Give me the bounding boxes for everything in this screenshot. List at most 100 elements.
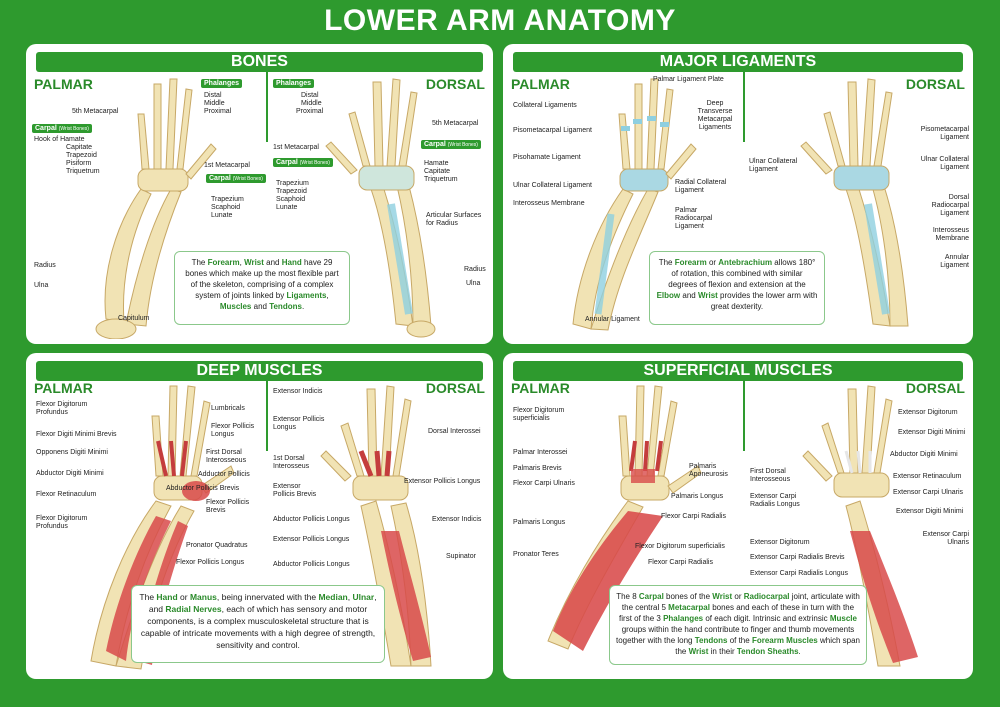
label-dorsal-ulnar-collateral-text: Ulnar Collateral Ligament [749, 158, 798, 173]
label-fdp-2: Flexor Digitorum Profundus [36, 515, 96, 531]
label-odm: Opponens Digiti Minimi [36, 449, 108, 456]
info-highlight: Ulnar [352, 592, 375, 602]
label-dorsal-annular: Annular Ligament [921, 254, 969, 270]
bones-palmar-label: PALMAR [34, 76, 93, 92]
label-extensor-indicis-1: Extensor Indicis [273, 388, 323, 395]
label-ecu-2: Extensor Carpi Ulnaris [915, 531, 969, 547]
label-extensor-indicis-2: Extensor Indicis [432, 516, 482, 523]
label-deep-transverse-text: Deep Transverse Metacarpal Ligaments [697, 100, 733, 131]
dorsal-hamate: Hamate [424, 160, 449, 167]
label-fpb-text: Flexor Pollicis Brevis [206, 499, 250, 514]
info-text: or [732, 592, 744, 601]
label-lumbricals: Lumbricals [211, 405, 245, 412]
label-dorsal-ulnar-collateral: Ulnar Collateral Ligament [749, 158, 804, 174]
tag-carpal-text-4: Carpal [424, 141, 446, 148]
deep-info-box: The Hand or Manus, being innervated with… [131, 585, 385, 663]
label-first-dorsal-interosseous-sup-text: First Dorsal Interosseous [750, 468, 791, 483]
label-fpl-1: Flexor Pollicis Longus [211, 423, 261, 439]
info-highlight: Forearm [674, 258, 707, 267]
info-text: . [301, 302, 305, 311]
dorsal-scaphoid: Scaphoid [276, 196, 306, 203]
label-collateral-ligaments: Collateral Ligaments [513, 102, 577, 109]
label-pisometacarpal: Pisometacarpal Ligament [513, 127, 592, 134]
tag-phalanges-text: Phalanges [204, 80, 240, 87]
info-highlight: Carpal [638, 592, 664, 601]
info-text: , [347, 592, 353, 602]
label-palmaris-aponeurosis: Palmaris Aponeurosis [689, 463, 739, 479]
info-text: The [139, 592, 157, 602]
tag-carpal-text: Carpal [35, 125, 57, 132]
label-epl-1-text: Extensor Pollicis Longus [273, 416, 325, 431]
label-fdp-2-text: Flexor Digitorum Profundus [36, 515, 88, 530]
label-palmar-plate: Palmar Ligament Plate [653, 76, 724, 83]
label-apl-2: Abductor Pollicis Longus [273, 561, 350, 568]
info-text: The [191, 258, 208, 267]
label-adductor-pollicis: Adductor Pollicis [198, 471, 250, 478]
ligaments-divider [743, 72, 745, 142]
dorsal-ligaments-illustration [800, 78, 909, 327]
dorsal-superficial-muscles-illustration [802, 385, 918, 667]
label-apb: Abductor Pollicis Brevis [166, 485, 240, 492]
superficial-palmar-label: PALMAR [511, 380, 570, 396]
label-extensor-retinaculum: Extensor Retinaculum [893, 473, 962, 480]
deep-divider [266, 381, 268, 451]
label-epb-text: Extensor Pollicis Brevis [273, 483, 317, 498]
label-epb: Extensor Pollicis Brevis [273, 483, 321, 499]
label-interosseus: Interosseus Membrane [513, 200, 585, 207]
label-1st-metacarpal: 1st Metacarpal [204, 162, 250, 169]
tag-carpal-palmar-left: Carpal (Wrist Bones) [32, 124, 92, 133]
dorsal-triquetrum: Triquetrum [424, 176, 458, 183]
label-radius-dorsal: Radius [464, 266, 486, 273]
label-radial-collateral: Radial Collateral Ligament [675, 179, 735, 195]
info-text: joint, articulate with the central 5 [621, 592, 860, 612]
palmar-bones-illustration [95, 78, 217, 339]
palmar-hook-of-hamate: Hook of Hamate [34, 136, 85, 143]
info-text: , and [148, 592, 377, 614]
info-highlight: Forearm Muscles [751, 636, 818, 645]
label-palmaris-aponeurosis-text: Palmaris Aponeurosis [689, 463, 728, 478]
label-extensor-digitorum-left: Extensor Digitorum [750, 539, 810, 546]
label-flexor-retinaculum: Flexor Retinaculum [36, 491, 97, 498]
tag-carpal-sub-3: (Wrist Bones) [299, 160, 330, 166]
label-dorsal-interosseus-text: Interosseus Membrane [932, 227, 969, 242]
info-highlight: Tendons [694, 636, 728, 645]
label-first-dorsal-interosseous-text: First Dorsal Interosseous [206, 449, 247, 464]
info-highlight: Manus [189, 592, 217, 602]
info-text: and [251, 302, 270, 311]
label-fcr-2: Flexor Carpi Radialis [648, 559, 713, 566]
label-ecu-1: Extensor Carpi Ulnaris [893, 489, 964, 496]
info-highlight: Median [318, 592, 348, 602]
info-text: have 29 bones which make up the most fle… [185, 258, 339, 300]
tag-carpal-text-3: Carpal [276, 159, 298, 166]
label-epl-2: Extensor Pollicis Longus [273, 536, 350, 543]
info-text: or [706, 258, 719, 267]
label-epl-right: Extensor Pollicis Longus [404, 478, 481, 485]
label-edm-2: Extensor Digiti Minimi [896, 508, 964, 515]
info-highlight: Radial Nerves [165, 604, 222, 614]
ligaments-dorsal-label: DORSAL [905, 76, 965, 92]
palmar-triquetrum: Triquetrum [66, 168, 100, 175]
tag-carpal-sub-4: (Wrist Bones) [447, 142, 478, 148]
label-1st-dorsal-interosseus-text: 1st Dorsal Interosseus [273, 455, 310, 470]
tag-phalanges-dorsal: Phalanges [273, 79, 315, 88]
label-first-dorsal-interosseous-sup: First Dorsal Interosseous [750, 468, 795, 484]
label-ulnar-collateral: Ulnar Collateral Ligament [513, 182, 592, 189]
label-palmar-radiocarpal: Palmar Radiocarpal Ligament [675, 207, 735, 231]
superficial-muscles-panel: SUPERFICIAL MUSCLES PALMAR DORSAL [503, 353, 973, 679]
bones-dorsal-label: DORSAL [425, 76, 485, 92]
bones-divider [266, 72, 268, 142]
label-fpl-2: Flexor Pollicis Longus [176, 559, 245, 566]
info-text: , each of which has sensory and motor co… [140, 604, 376, 650]
label-pisohamate: Pisohamate Ligament [513, 154, 581, 161]
palmar-capitate: Capitate [66, 144, 93, 151]
label-fcu: Flexor Carpi Ulnaris [513, 480, 575, 487]
info-highlight: Wrist [697, 291, 718, 300]
label-apl-1: Abductor Pollicis Longus [273, 516, 350, 523]
dorsal-deep-muscles-illustration [320, 385, 432, 667]
info-highlight: Radiocarpal [743, 592, 790, 601]
label-fdp-1-text: Flexor Digitorum Profundus [36, 401, 88, 416]
page-title: LOWER ARM ANATOMY [324, 4, 676, 37]
label-dorsal-interosseus: Interosseus Membrane [915, 227, 969, 243]
label-ulna-palmar: Ulna [34, 282, 49, 289]
label-dorsal-radiocarpal: Dorsal Radiocarpal Ligament [911, 194, 969, 218]
